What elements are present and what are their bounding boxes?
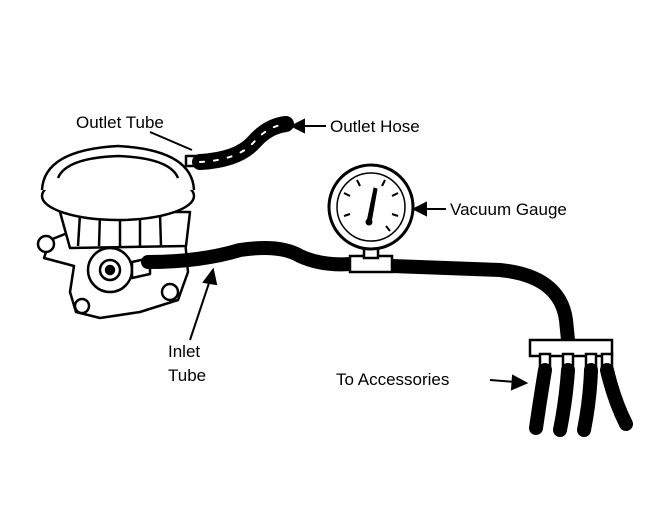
vacuum-gauge-label: Vacuum Gauge bbox=[450, 200, 567, 219]
hoses bbox=[141, 116, 575, 347]
inlet-tube-label-line2: Tube bbox=[168, 366, 206, 385]
inlet-tube-label-line1: Inlet bbox=[168, 342, 200, 361]
vacuum-gauge bbox=[327, 163, 415, 251]
outlet-hose-label: Outlet Hose bbox=[330, 117, 420, 136]
inlet-hose bbox=[141, 241, 357, 272]
leader-arrows bbox=[149, 118, 529, 391]
accessory-supply-hose bbox=[385, 259, 575, 347]
outlet-tube-label: Outlet Tube bbox=[76, 113, 164, 132]
to-accessories-label: To Accessories bbox=[336, 370, 449, 389]
vacuum-pump bbox=[36, 144, 202, 320]
accessory-tubes bbox=[529, 363, 633, 437]
outlet-hose bbox=[192, 116, 294, 170]
